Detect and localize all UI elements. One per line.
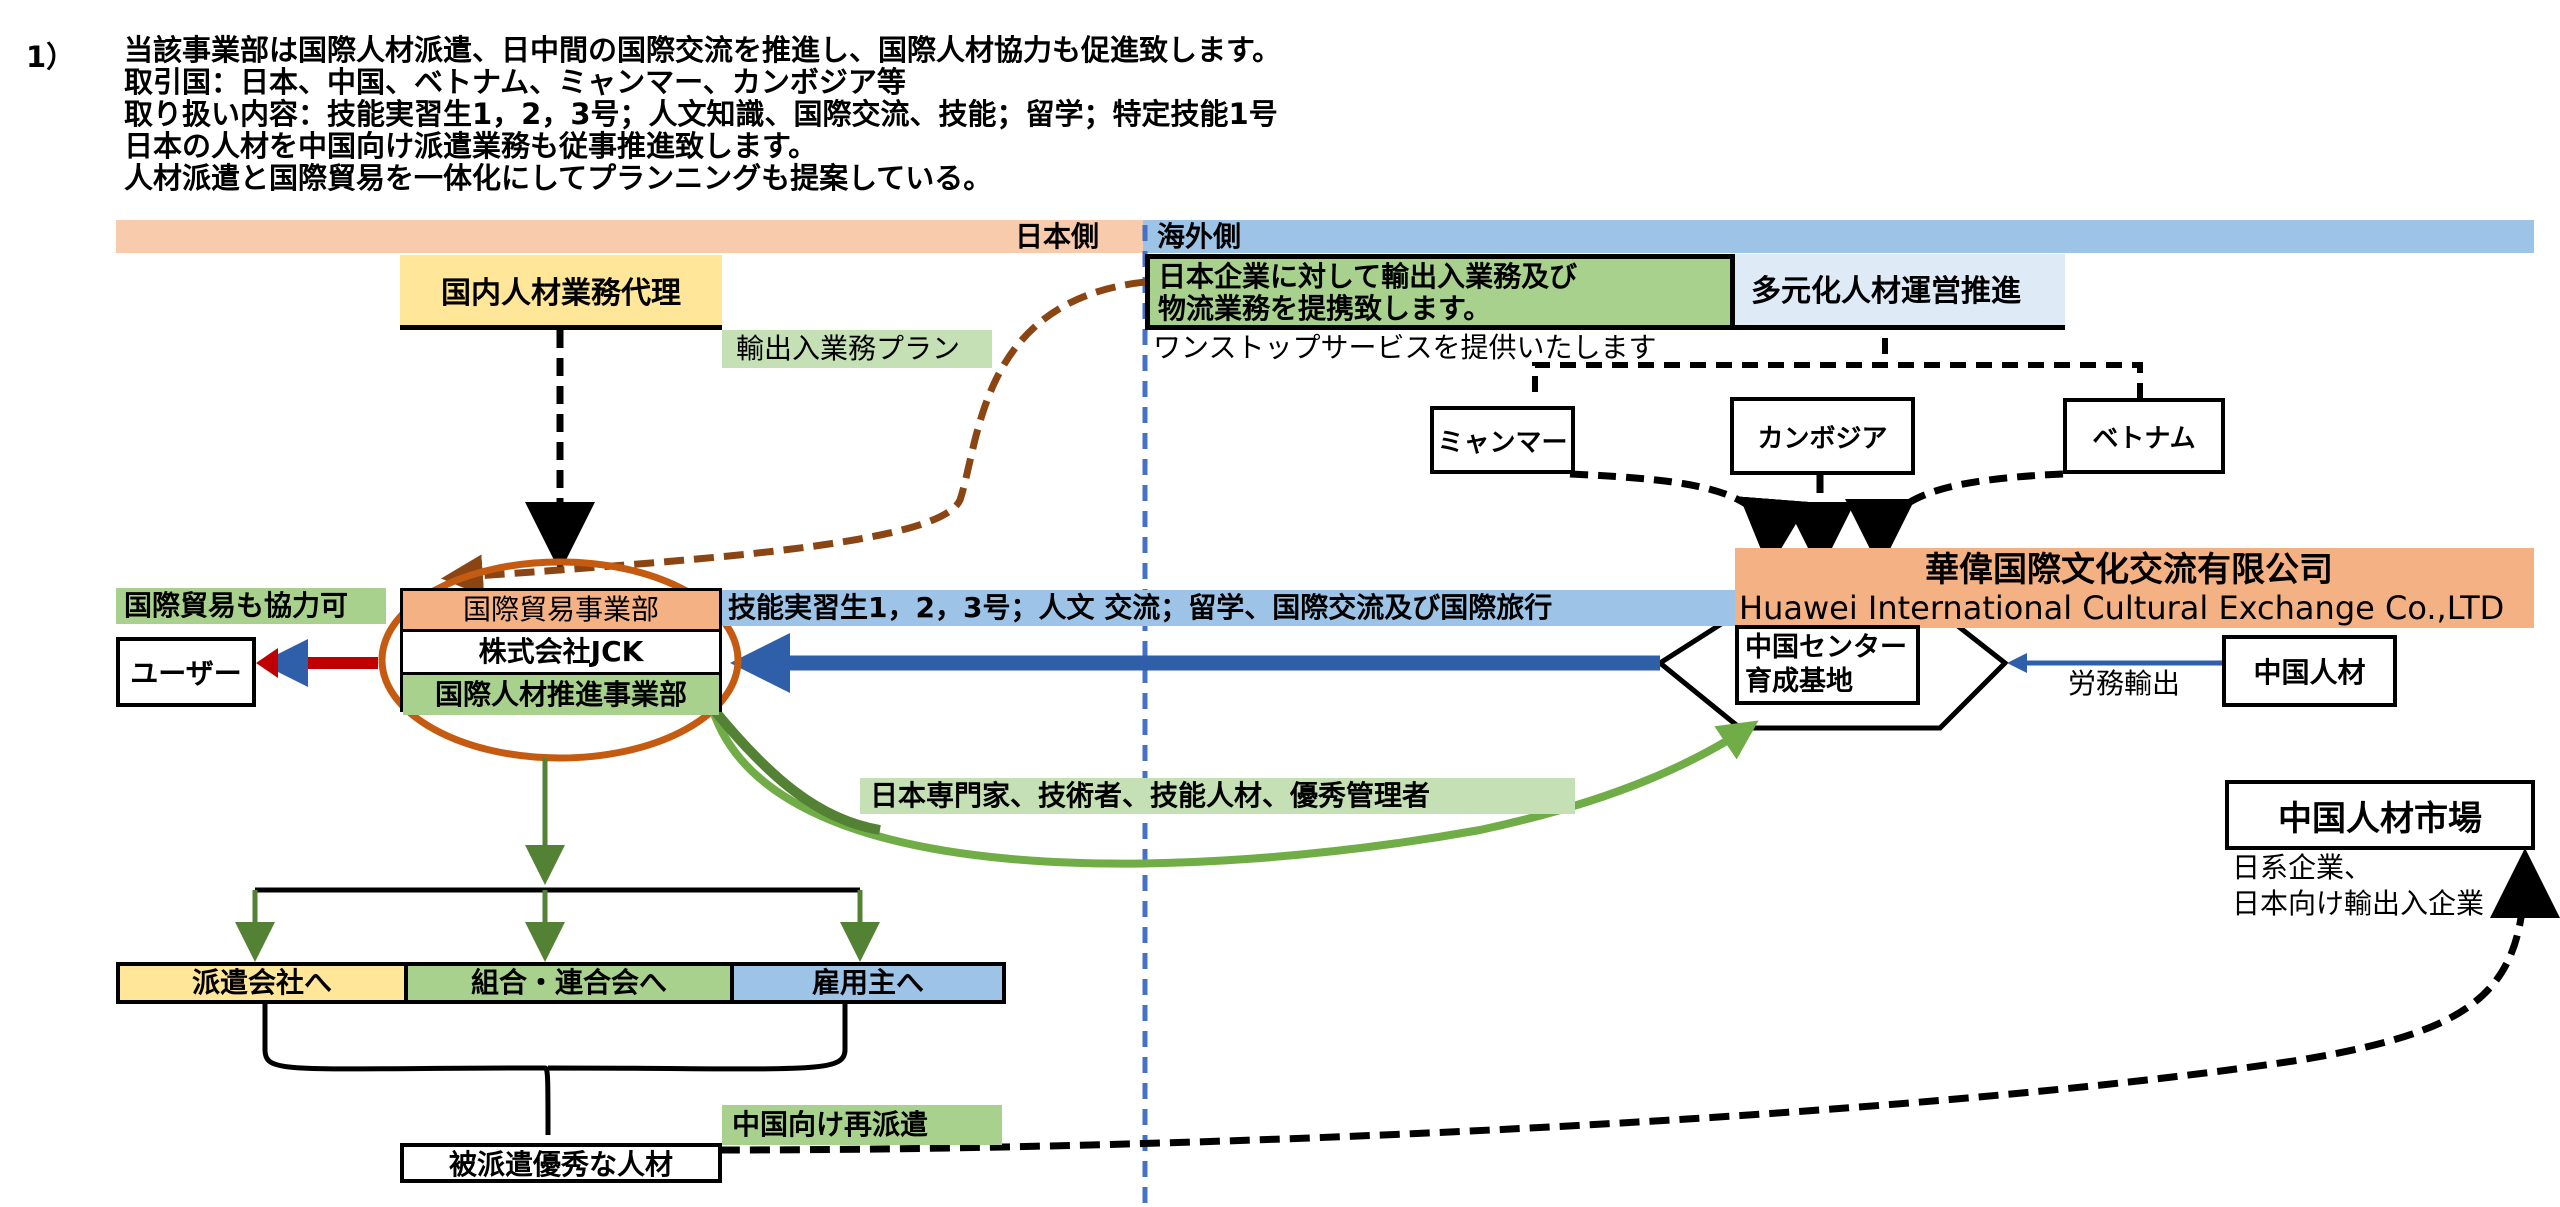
user-box: ユーザー xyxy=(116,637,256,707)
intro-number: 1） xyxy=(26,40,76,74)
jck-company-name: 株式会社JCK xyxy=(403,629,719,672)
redispatch-label: 中国向け再派遣 xyxy=(722,1105,1002,1145)
center-line-2: 育成基地 xyxy=(1745,666,1853,697)
dispatch-company-box: 派遣会社へ xyxy=(120,966,404,1000)
jck-to-user-arrowhead xyxy=(256,648,278,678)
market-note-2: 日本向け輸出入企業 xyxy=(2232,887,2485,920)
dispatched-talent-box: 被派遣優秀な人材 xyxy=(400,1143,722,1183)
intro-lines: 当該事業部は国際人材派遣、日中間の国際交流を推進し、国際人材協力も促進致します。… xyxy=(124,34,1281,194)
diversified-box: 多元化人材運営推進 xyxy=(1735,254,2065,330)
intro-line: 当該事業部は国際人材派遣、日中間の国際交流を推進し、国際人材協力も促進致します。 xyxy=(124,33,1282,67)
vietnam-to-huawei xyxy=(1845,470,2064,569)
huawei-name-en: Huawei International Cultural Exchange C… xyxy=(1739,589,2505,627)
jck-trade-dept: 国際貿易事業部 xyxy=(403,591,719,629)
trade-cooperation-label: 国際貿易も協力可 xyxy=(116,588,386,624)
country-vietnam: ベトナム xyxy=(2063,398,2225,474)
jck-company-box: 国際貿易事業部 株式会社JCK 国際人材推進事業部 xyxy=(400,588,722,715)
talent-brace xyxy=(262,1003,848,1136)
japan-side-label: 日本側 xyxy=(1015,220,1100,253)
jck-hr-dept: 国際人材推進事業部 xyxy=(403,672,719,715)
intro-line: 取り扱い内容：技能実習生1，2，3号；人文知識、国際交流、技能；留学；特定技能1… xyxy=(124,97,1278,131)
overseas-side-label: 海外側 xyxy=(1157,220,1242,253)
experts-label: 日本専門家、技術者、技能人材、優秀管理者 xyxy=(860,778,1575,814)
redispatch-curve xyxy=(719,848,2560,1154)
china-talent-box: 中国人材 xyxy=(2222,635,2397,707)
recipient-row: 派遣会社へ 組合・連合会へ 雇用主へ xyxy=(116,962,1006,1004)
jck-highlight-ellipse xyxy=(378,558,742,762)
market-note-1: 日系企業、 xyxy=(2232,851,2373,884)
import-export-plan-label: 輸出入業務プラン xyxy=(722,330,992,368)
union-box: 組合・連合会へ xyxy=(404,966,730,1000)
service-to-jck-curve xyxy=(441,278,1146,597)
one-stop-label: ワンストップサービスを提供いたします xyxy=(1153,331,1657,364)
huawei-name-cn: 華偉国際文化交流有限公司 xyxy=(1925,550,2333,590)
huawei-banner: 華偉国際文化交流有限公司 Huawei International Cultur… xyxy=(1735,548,2534,628)
experts-flow-curve xyxy=(706,699,1759,868)
service-box: 日本企業に対して輸出入業務及び 物流業務を提携致します。 xyxy=(1145,254,1735,330)
diversified-bracket xyxy=(1532,338,2143,398)
intro-line: 人材派遣と国際貿易を一体化にしてプランニングも提案している。 xyxy=(124,161,993,195)
service-line-1: 日本企業に対して輸出入業務及び xyxy=(1158,260,1578,293)
service-line-2: 物流業務を提携致します。 xyxy=(1158,292,1492,325)
china-market-box: 中国人材市場 xyxy=(2225,780,2535,850)
labor-export-label: 労務輸出 xyxy=(2068,667,2181,700)
training-flow-label: 技能実習生1，2，3号；人文 交流；留学、国際交流及び国際旅行 xyxy=(722,590,1736,626)
country-myanmar: ミャンマー xyxy=(1430,406,1575,474)
intro-line: 取引国：日本、中国、ベトナム、ミャンマー、カンボジア等 xyxy=(124,65,906,99)
center-line-1: 中国センター xyxy=(1745,632,1907,663)
china-center-box: 中国センター 育成基地 xyxy=(1735,625,1920,705)
country-cambodia: カンボジア xyxy=(1730,397,1915,475)
overseas-side-band xyxy=(1143,220,2534,253)
myanmar-to-huawei xyxy=(1569,470,1810,569)
domestic-agent-box: 国内人材業務代理 xyxy=(400,255,722,330)
intro-line: 日本の人材を中国向け派遣業務も従事推進致します。 xyxy=(124,129,818,163)
japan-side-band xyxy=(116,220,1143,253)
employer-box: 雇用主へ xyxy=(730,966,1002,1000)
